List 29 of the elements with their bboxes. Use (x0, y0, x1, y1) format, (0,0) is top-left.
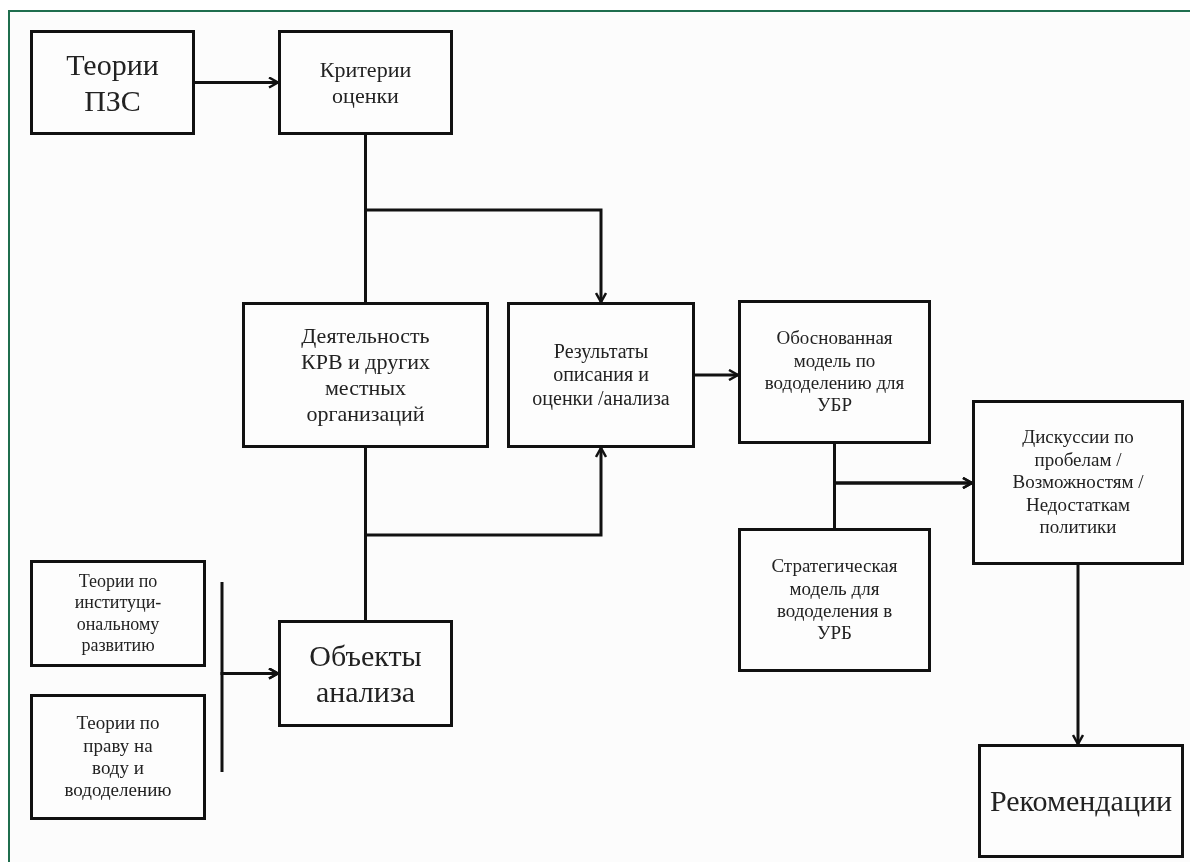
process-box (242, 302, 489, 448)
box-label: Результаты описания и оценки /анализа (532, 339, 670, 411)
process-box (738, 528, 931, 672)
process-box (278, 30, 453, 135)
process-box (30, 30, 195, 135)
box-label: Теории ПЗС (65, 47, 160, 118)
box-label: Деятельность КРВ и других местных организаций (299, 323, 432, 427)
box-label: Теории по институци-ональному развитию (73, 571, 163, 656)
box-label: Обоснованная модель по вододелению для УБР (763, 327, 906, 417)
process-box (507, 302, 695, 448)
box-label: Критерии оценки (318, 56, 413, 109)
process-box (972, 400, 1184, 565)
arrow (195, 76, 280, 89)
arrow (364, 446, 608, 620)
arrow (695, 368, 740, 382)
box-label: Рекомендации (989, 783, 1173, 819)
arrow (364, 135, 608, 304)
box-label: Стратегическая модель для вододеления в УРБ (770, 555, 899, 645)
process-box (738, 300, 931, 444)
box-label: Объекты анализа (308, 638, 423, 709)
box-label: Теории по праву на воду и вододелению (64, 712, 172, 802)
process-box (30, 560, 206, 667)
process-box (30, 694, 206, 820)
arrow (220, 667, 280, 772)
arrow (833, 476, 974, 528)
box-label: Дискуссии по пробелам / Возможностям / Недостаткам политики (1011, 426, 1145, 539)
process-box (278, 620, 453, 727)
process-box (978, 744, 1184, 858)
arrow (1071, 565, 1085, 746)
